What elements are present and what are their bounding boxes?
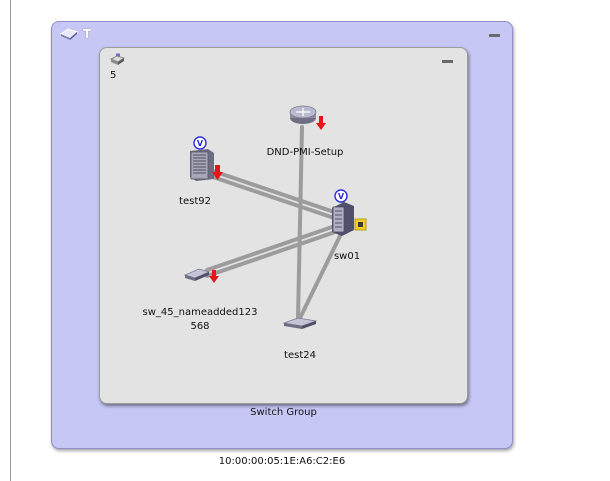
server-label: test92 <box>179 196 211 207</box>
link-server-core-b <box>211 175 342 222</box>
switch-bottom-label: test24 <box>284 350 316 361</box>
link-core-switch-left-b <box>205 229 340 278</box>
svg-text:V: V <box>338 192 345 201</box>
virtual-badge-icon: V <box>193 136 207 150</box>
server-icon[interactable]: V <box>186 135 234 183</box>
fabric-group-minimize-button[interactable] <box>489 34 500 37</box>
down-arrow-status-icon <box>316 116 326 130</box>
link-server-core-a <box>211 169 342 216</box>
virtual-badge-icon: V <box>334 189 348 203</box>
switch-group-panel[interactable]: 5 <box>99 47 468 404</box>
switch-group-label: Switch Group <box>250 407 317 418</box>
switch-left-label-line1: sw_45_nameadded123 <box>142 307 258 318</box>
switch-group-icon <box>110 53 125 65</box>
switch-group-count: 5 <box>110 70 117 81</box>
left-divider <box>10 0 11 481</box>
core-switch-label: sw01 <box>333 251 361 262</box>
down-arrow-status-icon <box>209 270 219 283</box>
link-router-switch-bottom <box>296 125 304 320</box>
down-arrow-status-icon <box>212 165 223 180</box>
link-core-switch-bottom <box>298 234 342 320</box>
link-core-switch-left-a <box>205 223 340 272</box>
director-switch-icon[interactable]: V <box>328 188 372 238</box>
fabric-group-icon <box>60 28 78 40</box>
switch-group-minimize-button[interactable] <box>442 60 453 63</box>
fabric-wwn-label: 10:00:00:05:1E:A6:C2:E6 <box>218 456 346 467</box>
switch-icon[interactable] <box>183 266 225 286</box>
router-label: DND-PMI-Setup <box>266 147 344 158</box>
switch-left-label-line2: 568 <box>190 321 210 332</box>
fabric-group-title: T <box>83 27 92 41</box>
router-icon[interactable] <box>288 102 332 136</box>
switch-icon[interactable] <box>282 315 320 333</box>
svg-text:V: V <box>197 139 204 148</box>
